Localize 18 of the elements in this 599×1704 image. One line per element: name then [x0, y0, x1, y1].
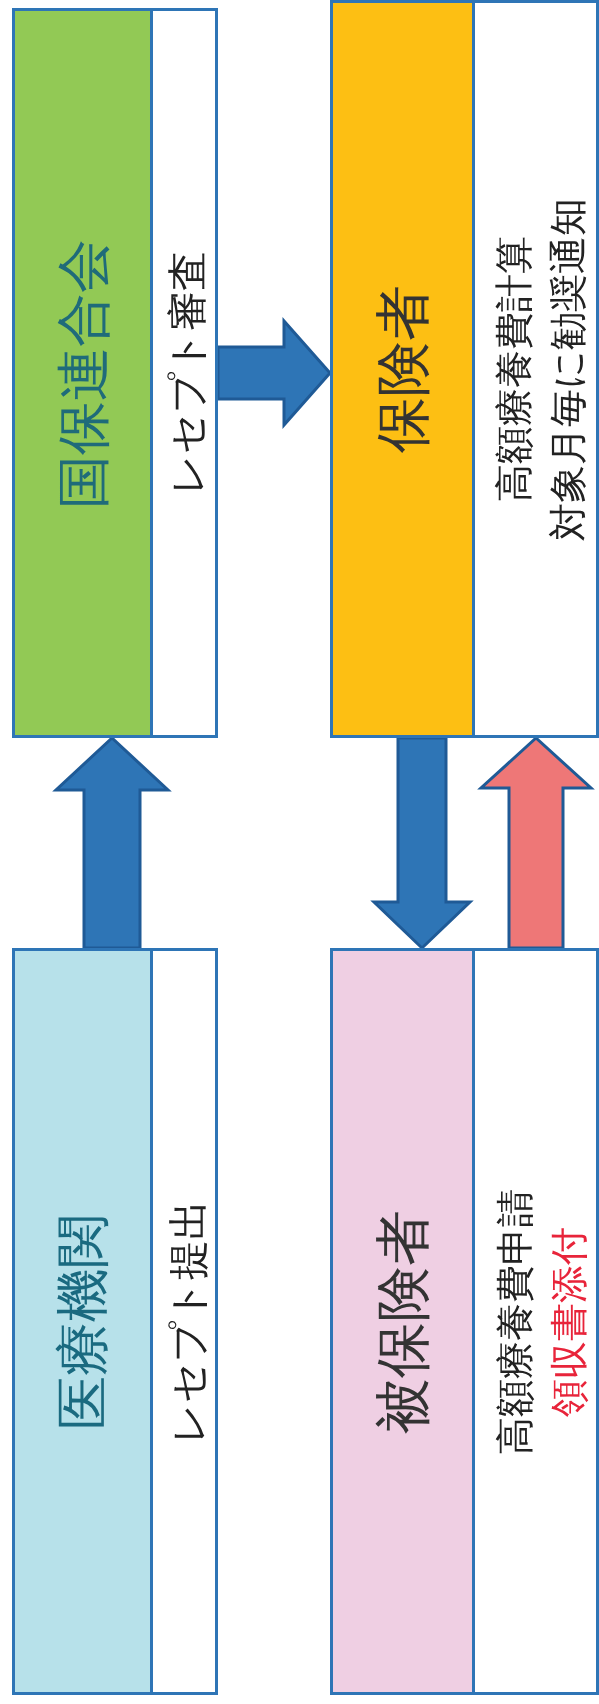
panel-heading: 保険者	[371, 284, 434, 455]
process-panel	[330, 0, 599, 738]
panel-text: 領収書添付	[548, 1225, 590, 1419]
process-panel	[12, 8, 218, 738]
process-panel	[12, 948, 218, 1695]
panel-heading: 国保連合会	[53, 237, 112, 510]
block-arrow	[216, 317, 332, 429]
block-arrow	[477, 735, 595, 950]
panel-text: レセプト提出	[165, 1198, 209, 1446]
panel-text: レセプト審査	[165, 250, 209, 497]
panel-text: 対象月毎に勧奨通知	[548, 196, 590, 543]
block-arrow	[52, 735, 172, 950]
panel-heading: 医療機関	[53, 1212, 112, 1432]
panel-heading: 被保険者	[371, 1208, 434, 1436]
process-panel	[330, 948, 599, 1695]
panel-text: 高額療養費計算	[494, 235, 536, 504]
panel-text: 高額療養費申請	[494, 1187, 536, 1457]
block-arrow	[370, 736, 474, 951]
